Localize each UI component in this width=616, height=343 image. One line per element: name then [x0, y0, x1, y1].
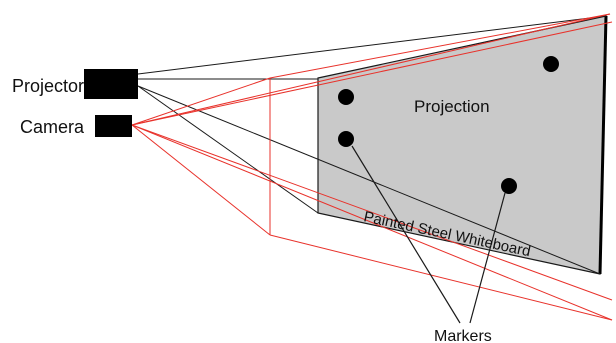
- marker-leader-lines: [351, 145, 506, 324]
- marker-dot-lower-left: [338, 131, 354, 147]
- projector-box: [84, 69, 138, 99]
- whiteboard-right-edge: [598, 15, 608, 275]
- camera-ray-6: [131, 124, 613, 321]
- marker-dot-upper-left: [338, 89, 354, 105]
- camera-ray-7: [269, 13, 611, 79]
- marker-dot-bottom-right: [501, 178, 517, 194]
- camera-ray-5: [131, 124, 613, 301]
- projection-label: Projection: [414, 97, 490, 116]
- marker-leader-left: [351, 145, 461, 324]
- camera-ray-4: [131, 124, 271, 236]
- camera-ray-2: [131, 21, 613, 126]
- camera-label: Camera: [20, 117, 85, 137]
- camera-ray-3: [131, 77, 271, 126]
- projector-rays: [137, 15, 607, 275]
- marker-dots: [338, 56, 559, 194]
- markers-label: Markers: [434, 328, 492, 343]
- camera-ray-9: [269, 234, 613, 321]
- camera-ray-1: [131, 13, 611, 126]
- projector-ray-bottom-right: [137, 85, 601, 275]
- projector-ray-bottom-left: [137, 85, 319, 214]
- camera-box: [95, 115, 132, 137]
- marker-leader-right: [469, 192, 506, 324]
- marker-dot-top-right: [543, 56, 559, 72]
- camera-rays: [131, 13, 613, 321]
- projector-label: Projector: [12, 76, 84, 96]
- projector-ray-top-right: [137, 15, 607, 75]
